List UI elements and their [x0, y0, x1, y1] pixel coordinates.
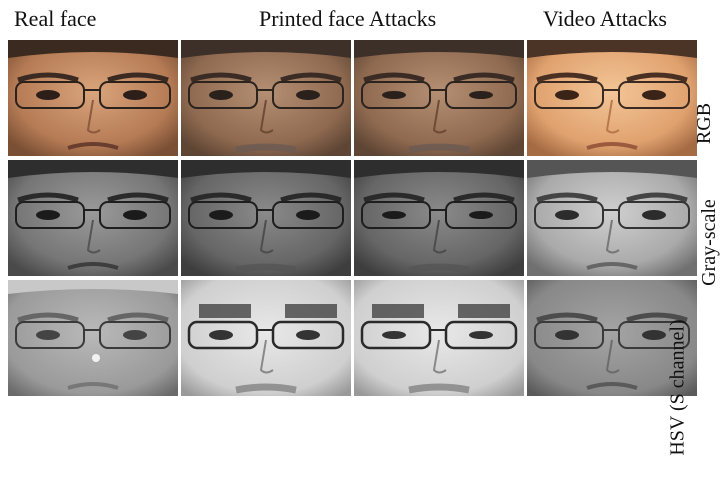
tile-hsv-video: [527, 280, 697, 396]
tile-rgb-printed-2: [354, 40, 524, 156]
row-label-rgb: RGB: [693, 102, 716, 145]
row-label-hsv-s-channel: HSV (S channel): [666, 319, 689, 456]
column-header-video-attacks: Video Attacks: [543, 6, 667, 31]
tile-rgb-video: [527, 40, 697, 156]
tile-gray-real: [8, 160, 178, 276]
tile-gray-printed-1: [181, 160, 351, 276]
face-image-grid: [8, 40, 700, 476]
tile-rgb-printed-1: [181, 40, 351, 156]
tile-hsv-printed-1: [181, 280, 351, 396]
tile-hsv-real: [8, 280, 178, 396]
face-grid-svg: [8, 40, 697, 396]
tile-gray-video: [527, 160, 697, 276]
tile-gray-printed-2: [354, 160, 524, 276]
column-header-real-face: Real face: [14, 6, 97, 31]
column-header-printed-face-attacks: Printed face Attacks: [259, 6, 437, 31]
tile-rgb-real: [8, 40, 178, 156]
row-label-gray-scale: Gray-scale: [697, 199, 720, 286]
tile-hsv-printed-2: [354, 280, 524, 396]
